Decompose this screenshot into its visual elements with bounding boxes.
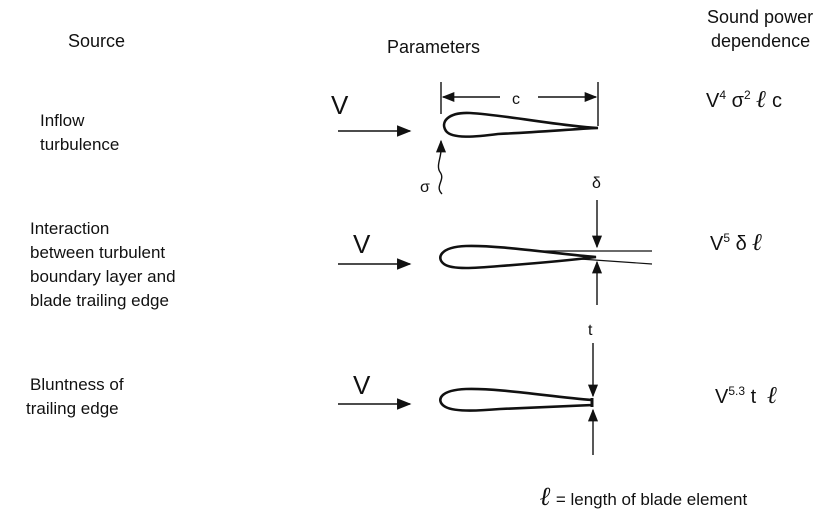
velocity-label: V: [353, 370, 371, 400]
footnote: ℓ = length of blade element: [540, 484, 748, 511]
formula-ell: ℓ: [767, 380, 778, 409]
boundary-layer-lower: [579, 258, 653, 265]
formula-t: t: [745, 386, 762, 408]
airfoil-shape: [442, 111, 599, 138]
source-interaction-line2: between turbulent: [30, 243, 166, 262]
formula-interaction: V5 δ ℓ: [710, 227, 763, 256]
source-header: Source: [68, 31, 126, 51]
formula-sigma: σ: [726, 90, 744, 112]
source-bluntness-line1: Bluntness of: [30, 375, 124, 394]
sound-power-header-line1: Sound power: [707, 7, 814, 27]
formula-sigma-exponent: 2: [743, 88, 751, 102]
sigma-label: σ: [420, 179, 430, 196]
source-bluntness-line2: trailing edge: [26, 399, 119, 418]
formula-ell: ℓ: [752, 227, 763, 256]
row3-diagram: V t: [338, 322, 599, 455]
sound-power-header-line2: dependence: [711, 31, 811, 51]
formula-v-exponent: 5.3: [728, 384, 746, 398]
footnote-ell-symbol: ℓ: [540, 482, 552, 512]
formula-v-exponent: 4: [719, 88, 727, 102]
formula-inflow: V4 σ2 ℓ c: [706, 84, 783, 113]
formula-ell: ℓ: [756, 84, 767, 113]
formula-delta: δ: [730, 233, 753, 255]
airfoil-shape: [439, 387, 594, 412]
footnote-text: = length of blade element: [555, 490, 748, 509]
velocity-label: V: [331, 90, 349, 120]
velocity-label: V: [353, 229, 371, 259]
row1-diagram: V c σ: [331, 82, 599, 196]
turbulence-wave-arrow: [435, 139, 447, 195]
delta-label: δ: [592, 175, 601, 192]
source-inflow-line1: Inflow: [40, 111, 85, 130]
source-interaction-line4: blade trailing edge: [30, 291, 169, 310]
formula-bluntness: V5.3 t ℓ: [715, 380, 778, 409]
formula-v: V: [706, 90, 720, 112]
source-inflow-line2: turbulence: [40, 135, 120, 154]
chord-label: c: [512, 91, 520, 108]
airfoil-shape: [439, 244, 597, 270]
formula-v: V: [715, 386, 729, 408]
thickness-label: t: [588, 322, 593, 339]
parameters-header: Parameters: [387, 37, 481, 57]
formula-v: V: [710, 233, 724, 255]
formula-v-exponent: 5: [723, 231, 731, 245]
formula-c: c: [766, 90, 783, 112]
source-interaction-line3: boundary layer and: [30, 267, 176, 286]
row2-diagram: V δ: [338, 175, 653, 305]
source-interaction-line1: Interaction: [30, 219, 110, 238]
